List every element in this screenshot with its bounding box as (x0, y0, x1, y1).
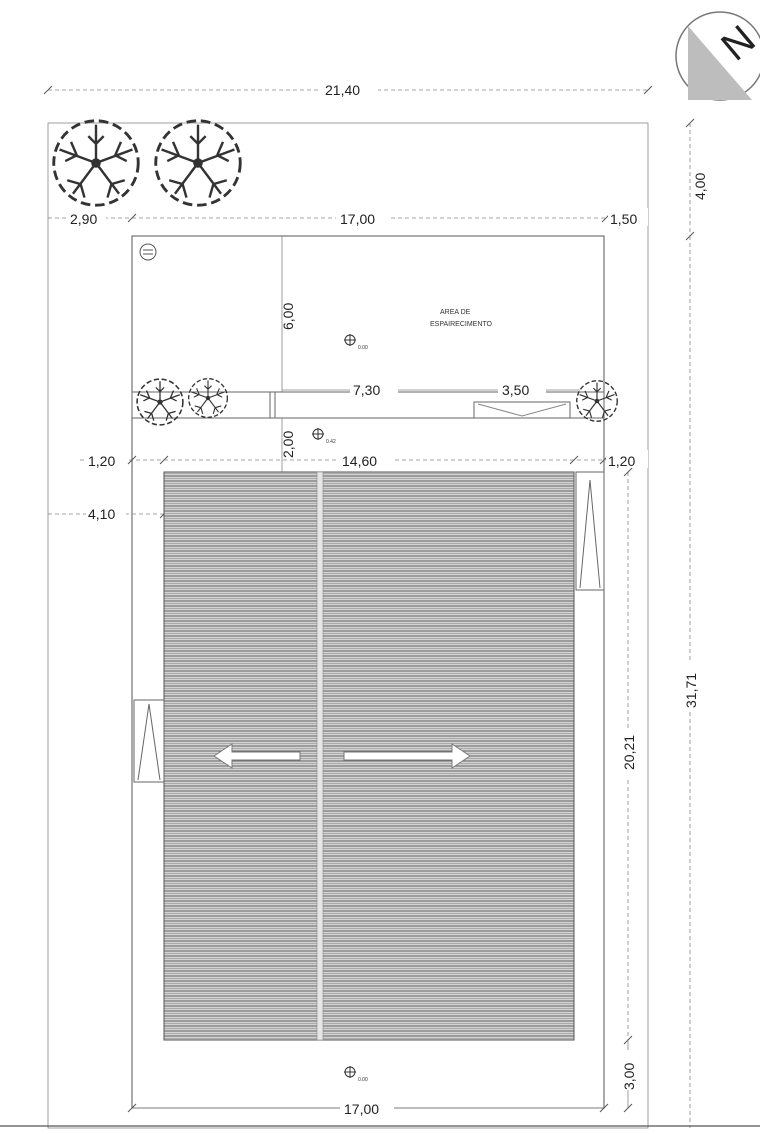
dimension-row-top: 2,90 17,00 1,50 (48, 208, 648, 227)
slope-arrow-left (213, 743, 301, 769)
tree-icon (52, 119, 140, 207)
dimension-spans: 7,30 3,50 (282, 380, 580, 398)
bottom-width-label: 17,00 (344, 1101, 379, 1117)
level-3-label: 0.00 (358, 1077, 368, 1083)
level-1-label: 0.00 (358, 345, 368, 351)
ramp-left (133, 699, 165, 783)
left-offset-label: 4,10 (88, 506, 115, 522)
marker-icon (139, 243, 157, 261)
roof-width-label: 14,60 (342, 453, 377, 469)
level-marker: 0.00 (344, 334, 368, 351)
level-2-label: 0.42 (326, 439, 336, 445)
area-label-line2: ESPAIRECIMENTO (430, 321, 493, 328)
level-marker: 0.00 (344, 1066, 368, 1083)
corridor-label: 2,00 (280, 431, 296, 458)
right-margin-label: 1,50 (610, 211, 637, 227)
gate (473, 401, 571, 419)
dimension-corridor: 2,00 (280, 418, 296, 472)
roof-depth-label: 20,21 (621, 735, 637, 770)
dimension-rear-setback: 3,00 (618, 1040, 638, 1113)
rear-setback-label: 3,00 (621, 1063, 637, 1090)
tree-icon (576, 380, 618, 422)
area-label-line1: AREA DE (440, 309, 471, 316)
left-gap-label: 1,20 (88, 453, 115, 469)
dimension-left-offset: 4,10 (48, 504, 169, 522)
dimension-overall-width: 21,40 (43, 80, 653, 98)
dimension-row-roof: 1,20 14,60 1,20 (80, 450, 648, 469)
overall-width-label: 21,40 (325, 82, 360, 98)
span-b-label: 3,50 (502, 382, 529, 398)
tree-icon (187, 377, 229, 419)
dimension-roof-depth: 20,21 (618, 467, 638, 1045)
right-gap-label: 1,20 (608, 453, 635, 469)
dimension-front-setback: 4,00 (685, 118, 708, 241)
building-width-label: 17,00 (340, 211, 375, 227)
slope-arrow-right (343, 743, 471, 769)
north-arrow: N (675, 11, 760, 101)
dimension-garden-depth: 6,00 (280, 236, 296, 392)
tree-icon (154, 119, 242, 207)
lot-boundary (47, 122, 649, 1129)
garden-depth-label: 6,00 (280, 303, 296, 330)
north-triangle (688, 26, 752, 100)
level-marker: 0.42 (312, 428, 336, 445)
dimension-bottom-width: 17,00 (127, 1098, 609, 1117)
ramp-right (575, 471, 605, 591)
front-setback-label: 4,00 (692, 173, 708, 200)
left-margin-label: 2,90 (70, 211, 97, 227)
overall-depth-label: 31,71 (683, 673, 699, 708)
dimension-overall-depth: 31,71 (680, 236, 700, 1128)
roof-ridge (316, 471, 324, 1041)
span-a-label: 7,30 (353, 382, 380, 398)
